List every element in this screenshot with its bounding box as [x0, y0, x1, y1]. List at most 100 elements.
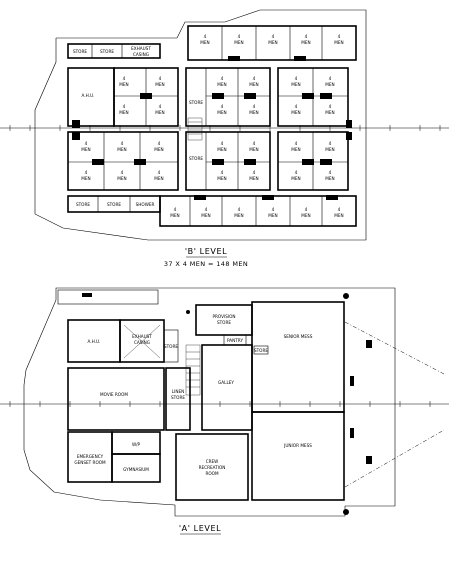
a-movie-room — [67, 367, 165, 431]
a-level-hull-outline — [23, 287, 396, 517]
b-store-bottom-2: STORE — [107, 202, 121, 207]
a-linen-2: STORE — [171, 395, 185, 400]
b-store-mid2: STORE — [189, 156, 203, 161]
svg-text:MEN: MEN — [325, 147, 334, 152]
svg-text:4: 4 — [123, 76, 126, 81]
svg-text:MEN: MEN — [291, 147, 300, 152]
svg-text:4: 4 — [295, 104, 298, 109]
svg-text:MEN: MEN — [217, 176, 226, 181]
a-store-small — [253, 345, 269, 355]
svg-text:4: 4 — [221, 76, 224, 81]
svg-text:MEN: MEN — [217, 110, 226, 115]
svg-text:MEN: MEN — [119, 82, 128, 87]
b-store-bottom-1: STORE — [76, 202, 90, 207]
b-bottom-cabin-block — [159, 195, 357, 227]
svg-text:MEN: MEN — [217, 82, 226, 87]
b-left-lower-cabins — [67, 131, 179, 191]
svg-text:MEN: MEN — [119, 110, 128, 115]
svg-text:MEN: MEN — [117, 176, 126, 181]
a-gymnasium — [111, 453, 161, 483]
svg-text:MEN: MEN — [249, 82, 258, 87]
svg-text:4: 4 — [305, 207, 308, 212]
svg-text:4: 4 — [204, 34, 207, 39]
a-gymnasium-label: GYMNASIUM — [123, 467, 149, 472]
svg-text:MEN: MEN — [325, 110, 334, 115]
a-provision-1: PROVISION — [212, 314, 235, 319]
a-galley-label: GALLEY — [218, 380, 234, 385]
svg-text:MEN: MEN — [217, 147, 226, 152]
svg-text:4: 4 — [329, 104, 332, 109]
a-genset-1: EMERGENCY — [77, 454, 104, 459]
svg-text:4: 4 — [85, 170, 88, 175]
svg-text:MEN: MEN — [291, 82, 300, 87]
a-pantry-label: PANTRY — [227, 338, 243, 343]
a-level-frame-ticks — [9, 401, 431, 407]
a-stairs — [185, 344, 201, 396]
svg-text:4: 4 — [305, 34, 308, 39]
svg-text:4: 4 — [329, 170, 332, 175]
a-crew-1: CREW — [206, 459, 219, 464]
svg-text:4: 4 — [158, 141, 161, 146]
svg-text:MEN: MEN — [200, 40, 209, 45]
a-store-small-label: STORE — [254, 348, 268, 353]
svg-text:MEN: MEN — [117, 147, 126, 152]
svg-text:4: 4 — [238, 34, 241, 39]
svg-text:MEN: MEN — [291, 110, 300, 115]
svg-text:MEN: MEN — [334, 40, 343, 45]
svg-text:MEN: MEN — [268, 213, 277, 218]
svg-text:4: 4 — [272, 207, 275, 212]
b-top-store-block — [67, 43, 161, 59]
svg-text:MEN: MEN — [334, 213, 343, 218]
a-senior-mess-label: SENIOR MESS — [284, 334, 313, 339]
svg-text:4: 4 — [338, 34, 341, 39]
a-movie-room-label: MOVIE ROOM — [100, 392, 128, 397]
b-level-plan: STORE STORE EXHAUST CASING A.H.U. STORE … — [0, 9, 449, 268]
svg-text:4: 4 — [159, 76, 162, 81]
b-level-capacity: 37 X 4 MEN = 148 MEN — [164, 260, 248, 268]
a-linen-store — [165, 367, 191, 431]
svg-text:4: 4 — [338, 207, 341, 212]
a-level-dash-line-upper — [344, 321, 445, 375]
svg-text:4: 4 — [295, 170, 298, 175]
svg-text:MEN: MEN — [301, 40, 310, 45]
svg-text:4: 4 — [205, 207, 208, 212]
a-crew-2: RECREATION — [199, 465, 226, 470]
a-crew-3: ROOM — [205, 471, 219, 476]
b-store-mid: STORE — [189, 100, 203, 105]
svg-text:MEN: MEN — [81, 176, 90, 181]
svg-text:4: 4 — [295, 76, 298, 81]
svg-text:MEN: MEN — [291, 176, 300, 181]
svg-text:4: 4 — [253, 104, 256, 109]
a-top-band — [57, 289, 159, 305]
b-bathroom-fixtures — [72, 56, 352, 200]
svg-text:4: 4 — [121, 141, 124, 146]
b-ahu-label: A.H.U. — [82, 93, 95, 98]
b-exhaust-2: CASING — [133, 52, 149, 57]
svg-text:MEN: MEN — [325, 176, 334, 181]
svg-text:4: 4 — [221, 104, 224, 109]
svg-text:4: 4 — [159, 104, 162, 109]
svg-text:MEN: MEN — [301, 213, 310, 218]
a-junior-mess-label: JUNIOR MESS — [283, 443, 312, 448]
svg-text:4: 4 — [253, 141, 256, 146]
svg-text:MEN: MEN — [249, 147, 258, 152]
b-centre-lower-cabins — [185, 131, 271, 191]
svg-text:4: 4 — [221, 141, 224, 146]
svg-text:4: 4 — [174, 207, 177, 212]
svg-text:MEN: MEN — [249, 110, 258, 115]
b-shower: SHOWER — [136, 202, 155, 207]
svg-text:4: 4 — [272, 34, 275, 39]
svg-text:4: 4 — [329, 76, 332, 81]
svg-text:4: 4 — [123, 104, 126, 109]
b-exhaust-1: EXHAUST — [131, 46, 151, 51]
a-store-right-label: STORE — [164, 344, 178, 349]
b-store-1: STORE — [73, 49, 87, 54]
a-level-plan: A.H.U. EXHAUST CASING STORE MOVIE ROOM L… — [0, 287, 449, 535]
b-level-title: 'B' LEVEL — [185, 247, 227, 256]
a-level-title: 'A' LEVEL — [179, 524, 221, 533]
svg-text:4: 4 — [253, 76, 256, 81]
a-linen-1: LINEN — [172, 389, 184, 394]
svg-text:MEN: MEN — [81, 147, 90, 152]
